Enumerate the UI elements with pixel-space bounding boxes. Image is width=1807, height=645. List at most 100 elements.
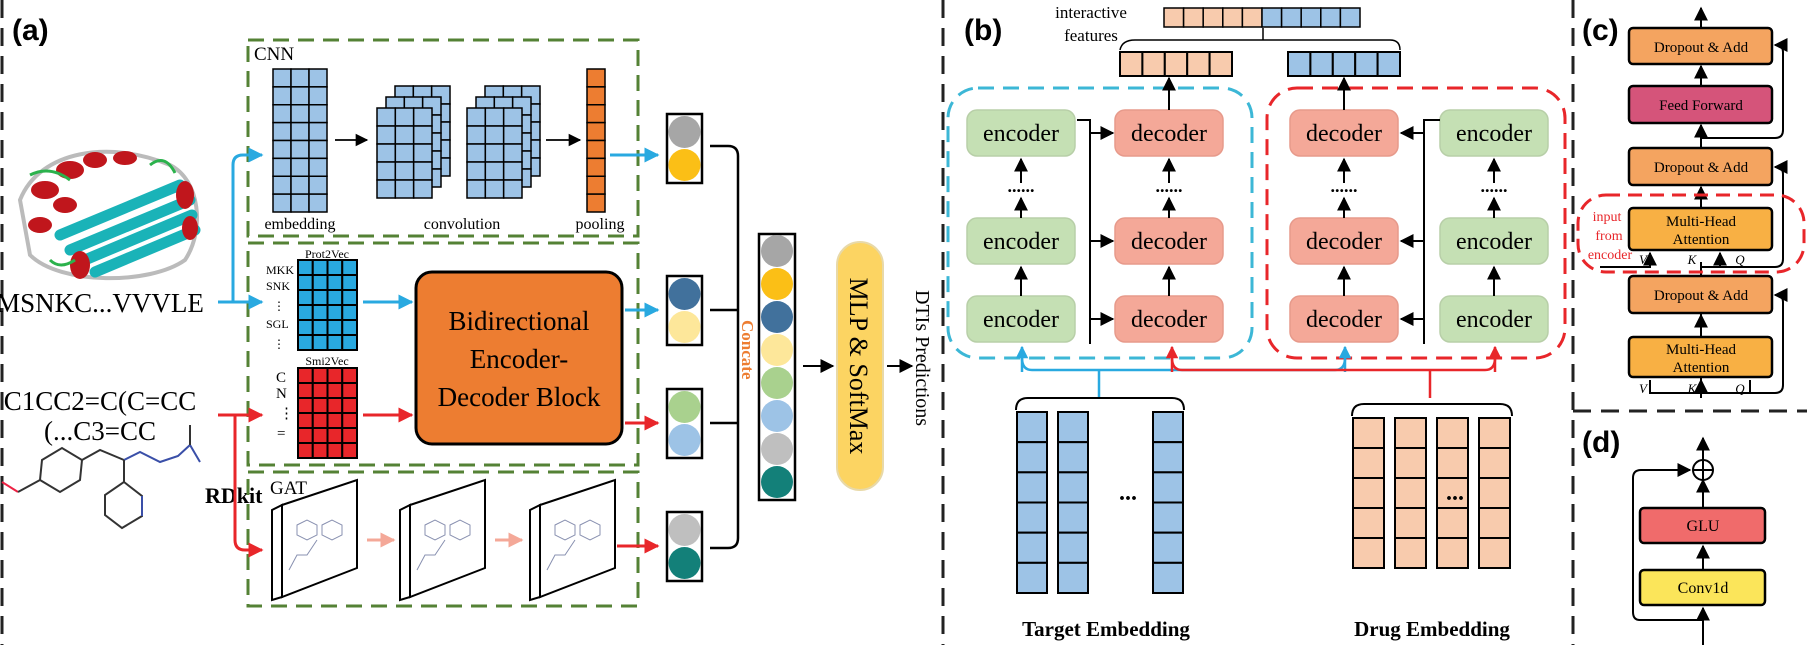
grid-cell [290,104,310,124]
grid-cell [326,442,344,459]
grid-cell [308,193,328,213]
grid-cell [376,179,397,199]
grid-cell [341,334,358,351]
gat-layer-3 [529,478,616,602]
grid-cell [311,442,329,459]
grid-cell [326,397,344,414]
grid-cell [412,143,433,163]
grid-cell [341,304,358,321]
feature-dot [668,424,701,456]
grid-cell [466,107,487,127]
concat-dot [761,400,793,432]
ellipsis: ...... [1008,176,1035,196]
feature-vector-2 [665,274,704,347]
target-embedding-column-2 [1057,411,1089,594]
feature-bracket [1119,28,1401,51]
grid-cell [1394,417,1427,449]
target-feature-cell [1163,51,1189,77]
grid-cell [272,157,292,177]
grid-cell [341,367,358,384]
embedding-matrix [272,68,328,213]
grid-cell [297,442,314,459]
grid-cell [586,86,606,106]
grid-cell [1152,411,1184,444]
grid-cell [297,397,314,414]
grid-cell [308,86,328,106]
feature-dot [668,311,701,343]
interactive-feature-cell [1163,7,1185,28]
grid-cell [484,179,505,199]
svg-text:Multi-Head: Multi-Head [1666,214,1736,230]
smi2vec-tokens: C N ⋮ = [276,370,294,442]
feature-vectors [665,112,704,583]
grid-cell [502,143,523,163]
grid-cell [311,367,329,384]
drug-embedding-label: Drug Embedding [1354,617,1510,641]
svg-text:K: K [1687,252,1698,267]
grid-cell [341,274,358,291]
grid-cell [308,68,328,88]
concat-bracket [710,144,740,550]
target-dots: ... [1119,480,1137,506]
grid-cell [1436,537,1469,569]
interactive-feature-cell [1241,7,1263,28]
cross-link [1077,119,1091,344]
cnn-box [246,38,640,238]
grid-cell [326,427,344,444]
grid-cell [376,125,397,145]
smi2vec-label: Smi2Vec [305,354,348,368]
grid-cell [311,319,329,336]
target-decoder-1: decoder [1114,109,1224,157]
grid-cell [466,179,487,199]
drug-decoder-3: decoder [1289,295,1399,343]
panel-label-d: (d) [1582,426,1620,459]
pooling-vector [586,68,606,213]
panel-label-b: (b) [964,14,1002,47]
svg-text:Dropout & Add: Dropout & Add [1654,40,1749,56]
svg-text:=: = [277,426,285,442]
drug-encoder-1: encoder [1439,109,1549,157]
pooling-label: pooling [576,216,625,233]
interactive-feature-cell [1182,7,1204,28]
grid-cell [484,161,505,181]
protein-sequence: MSNKC...VVVLE [0,288,204,318]
grid-cell [1352,507,1385,539]
grid-cell [290,175,310,195]
grid-cell [311,289,329,306]
grid-cell [308,175,328,195]
svg-text:input: input [1593,210,1622,225]
grid-cell [376,107,397,127]
interactive-feature-cell [1339,7,1361,28]
svg-text:⋮: ⋮ [273,299,285,313]
svg-text:Bidirectional: Bidirectional [449,306,590,336]
target-feature-cell [1141,51,1166,77]
gat-layers [271,478,620,602]
grid-cell [326,304,344,321]
grid-cell [326,274,344,291]
concatenated-vector [757,232,797,502]
grid-cell [376,143,397,163]
grid-cell [586,175,606,195]
grid-cell [484,143,505,163]
grid-cell [466,125,487,145]
grid-cell [586,68,606,88]
grid-cell [311,427,329,444]
embedding-flows [1015,345,1502,398]
grid-cell [326,319,344,336]
svg-text:GLU: GLU [1687,518,1720,535]
grid-cell [1478,417,1511,449]
panel-label-a: (a) [12,14,49,47]
svg-text:decoder: decoder [1306,229,1382,255]
grid-cell [341,382,358,399]
grid-cell [1152,441,1184,474]
svg-text:encoder: encoder [1456,307,1532,333]
grid-cell [1016,561,1048,594]
grid-cell [502,161,523,181]
protein-structure-image [17,149,201,281]
svg-text:Attention: Attention [1673,360,1730,376]
grid-cell [394,179,415,199]
grid-cell [1436,417,1469,449]
grid-cell [272,121,292,142]
grid-cell [394,143,415,163]
